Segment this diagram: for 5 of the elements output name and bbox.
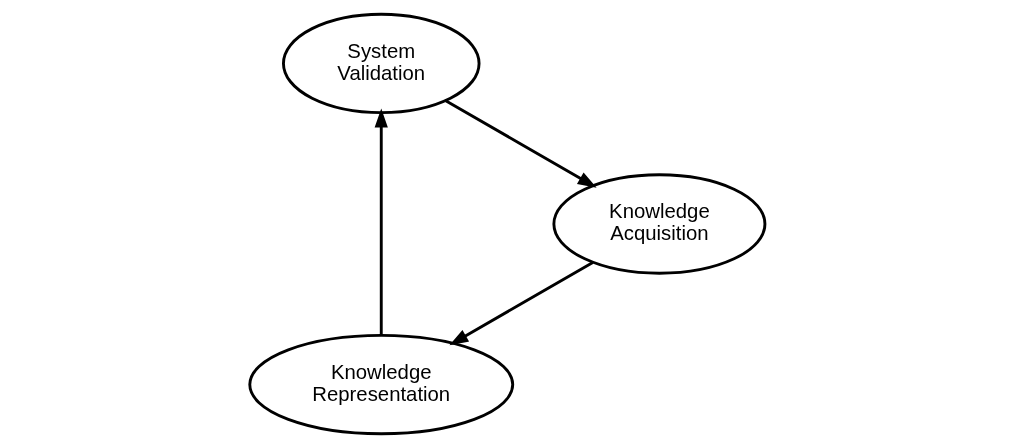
- node-ellipse: System Validation: [282, 12, 481, 115]
- arrow: [445, 99, 597, 188]
- node-ellipse: Knowledge Representation: [248, 333, 515, 436]
- arrow: [449, 261, 594, 346]
- arrow: [374, 108, 388, 336]
